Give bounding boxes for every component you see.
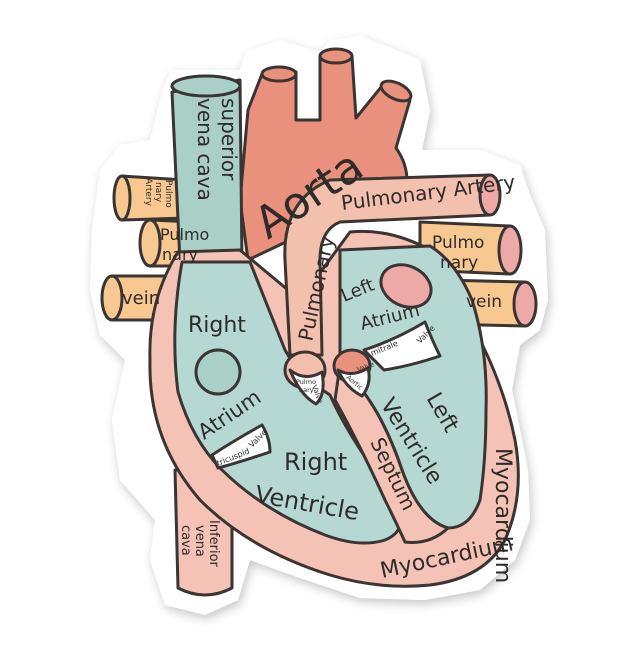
label-superior: superior (217, 98, 241, 181)
label-vein-left: vein (122, 288, 160, 309)
label-pulmonary-artery-left-2: nary (153, 182, 163, 203)
label-vena-cava: vena cava (193, 98, 217, 201)
valves (210, 320, 442, 470)
label-right-atrium-1: Right (188, 313, 246, 338)
septum (333, 363, 450, 544)
label-pulmonary-vein-left-2: nary (162, 245, 198, 264)
superior-vena-cava (170, 74, 244, 264)
label-vein-right: vein (466, 292, 502, 312)
label-right-ventricle-1: Right (284, 448, 347, 476)
right-atrium-opening (194, 348, 242, 396)
label-pulmonary-artery-left-3: Artery (143, 178, 153, 207)
label-pulmonary-vein-right-1: Pulmo (432, 233, 484, 253)
label-pulmonary-valve-2: nary (299, 386, 314, 394)
pulmonary-artery (283, 173, 502, 357)
label-myocardium: Myocardium (490, 448, 515, 583)
label-inferior-1: Inferior (206, 520, 221, 568)
label-inferior-3: cava (178, 525, 193, 556)
pulmonary-artery-left (112, 174, 187, 222)
label-pulmonary-valve-1: Pulmo (296, 378, 316, 386)
label-pulmonary-artery-left-1: Pulmo (163, 180, 173, 208)
label-pulmonary-vein-left-1: Pulmo (160, 225, 209, 244)
label-inferior-2: vena (192, 525, 207, 557)
left-atrium-opening (379, 263, 433, 309)
label-pulmonary-vein-right-2: nary (440, 253, 478, 273)
